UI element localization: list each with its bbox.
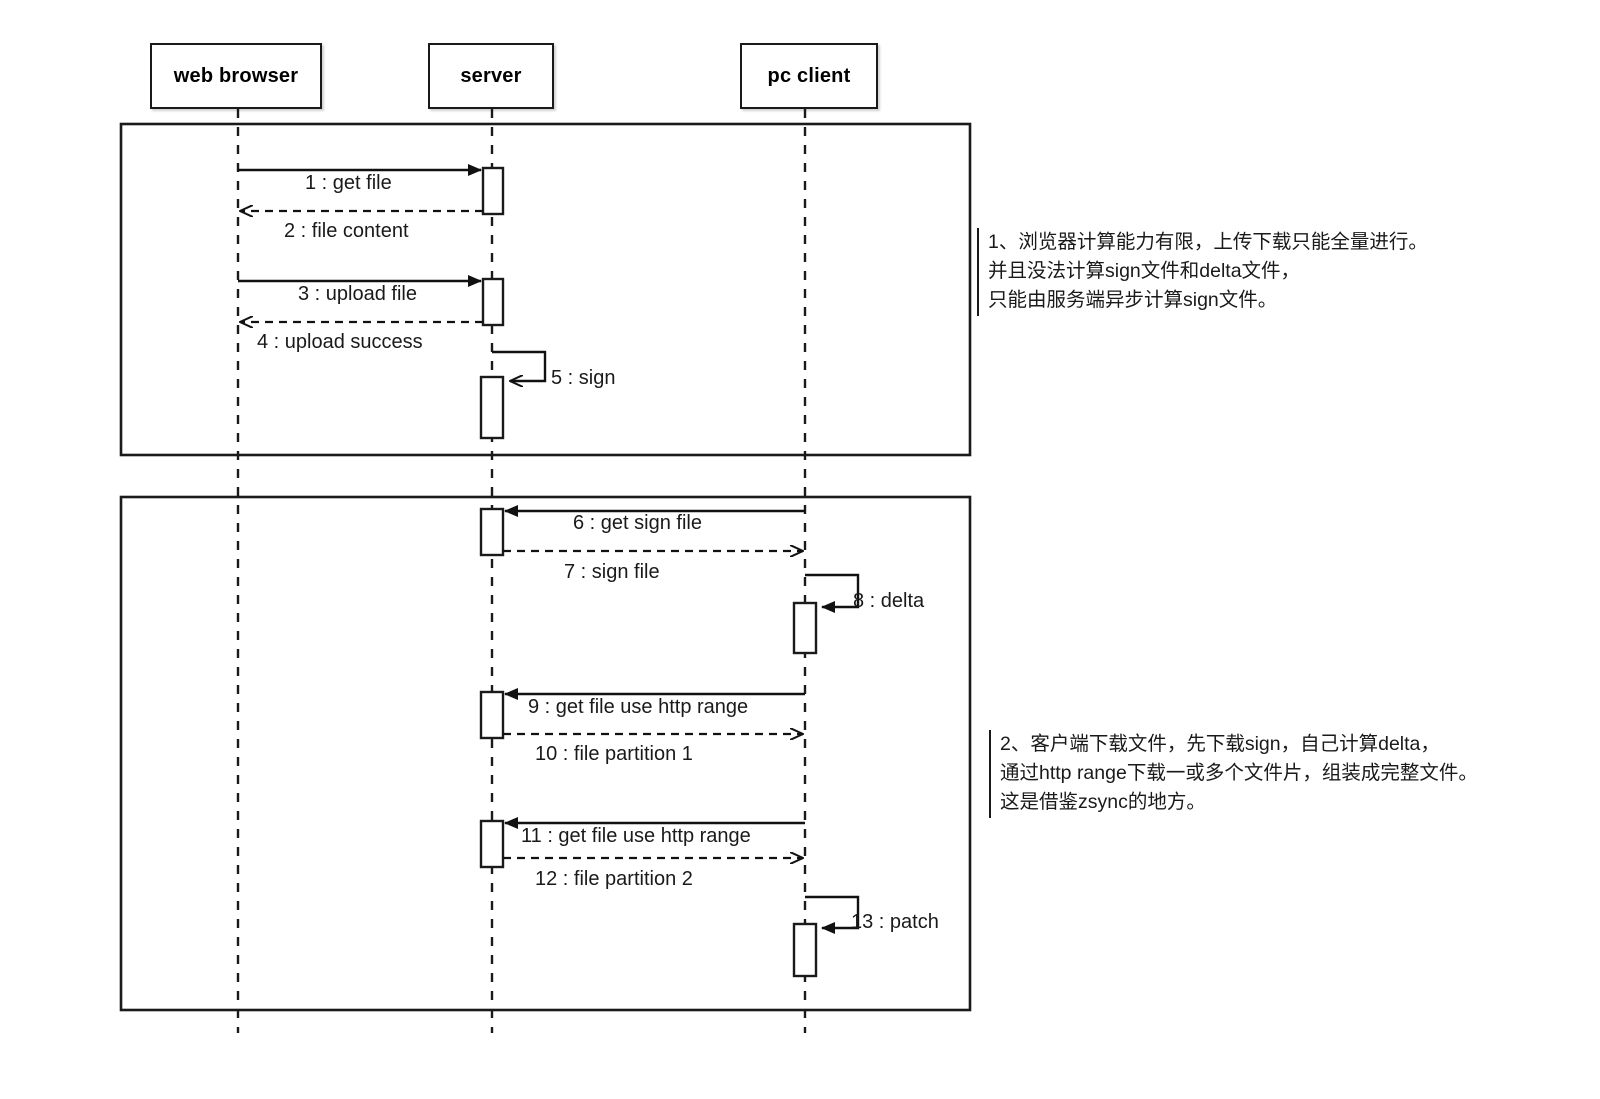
activation-server-5 <box>479 690 505 740</box>
participant-label-server: server <box>460 64 522 87</box>
participant-box-web-browser[interactable]: web browser <box>150 43 322 109</box>
activation-server-3 <box>479 375 505 440</box>
message-label-8: 8 : delta <box>853 590 925 612</box>
participant-box-server[interactable]: server <box>428 43 554 109</box>
activation-server-2 <box>481 277 505 327</box>
message-label-10: 10 : file partition 1 <box>535 743 693 765</box>
activation-pc-client-1 <box>792 601 818 655</box>
note-1: 1、浏览器计算能力有限，上传下载只能全量进行。 并且没法计算sign文件和del… <box>988 228 1428 315</box>
note-1-line-3: 只能由服务端异步计算sign文件。 <box>988 289 1278 311</box>
message-label-2: 2 : file content <box>284 220 409 242</box>
message-label-4: 4 : upload success <box>257 331 423 353</box>
activation-pc-client-2 <box>792 922 818 978</box>
activation-server-1 <box>481 166 505 216</box>
participant-label-web-browser: web browser <box>173 64 299 87</box>
lifelines <box>236 109 807 1033</box>
activation-server-4 <box>479 507 505 557</box>
message-arrow-8-self <box>805 573 860 613</box>
message-label-7: 7 : sign file <box>564 561 660 583</box>
participant-label-pc-client: pc client <box>767 64 851 87</box>
note-2-line-1: 2、客户端下载文件，先下载sign，自己计算delta， <box>1000 733 1440 755</box>
message-arrow-13-self <box>805 895 860 934</box>
note-1-line-1: 1、浏览器计算能力有限，上传下载只能全量进行。 <box>988 231 1428 253</box>
activation-server-6 <box>479 819 505 869</box>
note-2: 2、客户端下载文件，先下载sign，自己计算delta， 通过http rang… <box>1000 730 1478 817</box>
message-arrow-5-self <box>492 350 547 381</box>
frame-download <box>119 495 972 1012</box>
message-label-3: 3 : upload file <box>298 283 417 305</box>
frame-upload <box>119 122 972 457</box>
participant-box-pc-client[interactable]: pc client <box>740 43 878 109</box>
message-label-5: 5 : sign <box>551 367 616 389</box>
note-1-line-2: 并且没法计算sign文件和delta文件， <box>988 260 1301 282</box>
message-label-13: 13 : patch <box>851 911 939 933</box>
message-label-12: 12 : file partition 2 <box>535 868 693 890</box>
message-label-9: 9 : get file use http range <box>528 696 749 718</box>
message-label-11: 11 : get file use http range <box>521 825 751 847</box>
message-label-6: 6 : get sign file <box>573 512 702 534</box>
note-2-line-2: 通过http range下载一或多个文件片，组装成完整文件。 <box>1000 762 1478 784</box>
interaction-frames <box>119 122 972 1012</box>
note-2-line-3: 这是借鉴zsync的地方。 <box>1000 791 1206 813</box>
message-label-1: 1 : get file <box>305 172 392 194</box>
